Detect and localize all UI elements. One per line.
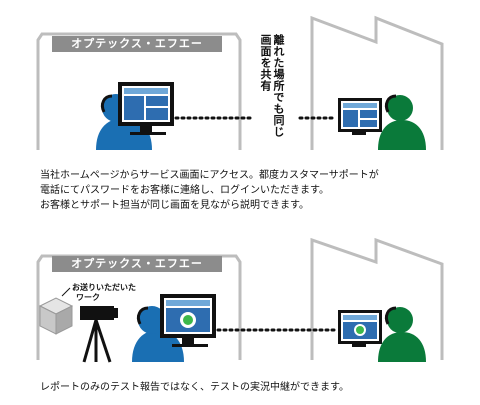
factory-building-bottom bbox=[310, 237, 444, 360]
customer-monitor-bottom bbox=[338, 310, 382, 347]
vertical-caption: 離れた場所でも同じ画面を共有 bbox=[259, 34, 285, 138]
work-caption-line-2: ワーク bbox=[76, 293, 100, 302]
customer-monitor-top bbox=[338, 98, 382, 135]
staff-monitor bbox=[118, 82, 174, 135]
office-building-top bbox=[36, 32, 242, 150]
description-line-3: お客様とサポート担当が同じ画面を見ながら説明できます。 bbox=[40, 200, 309, 211]
description-line-2: 電話にてパスワードをお客様に連絡し、ログインいただきます。 bbox=[40, 185, 329, 196]
factory-building-top bbox=[310, 15, 444, 150]
description-bottom: レポートのみのテスト報告ではなく、テストの実況中継ができます。 bbox=[40, 382, 349, 393]
staff-monitor-bottom bbox=[160, 294, 216, 347]
work-caption-line-1: お送りいただいた bbox=[72, 283, 136, 292]
description-line-1: 当社ホームページからサービス画面にアクセス。都度カスタマーサポートが bbox=[40, 170, 379, 181]
company-label-top: オプテックス・エフエー bbox=[52, 36, 222, 52]
workpiece-cube bbox=[38, 287, 74, 335]
customer-figure-bottom bbox=[378, 306, 426, 362]
camera-tripod bbox=[80, 306, 118, 363]
company-label-bottom: オプテックス・エフエー bbox=[52, 256, 222, 272]
customer-figure-top bbox=[378, 94, 426, 150]
